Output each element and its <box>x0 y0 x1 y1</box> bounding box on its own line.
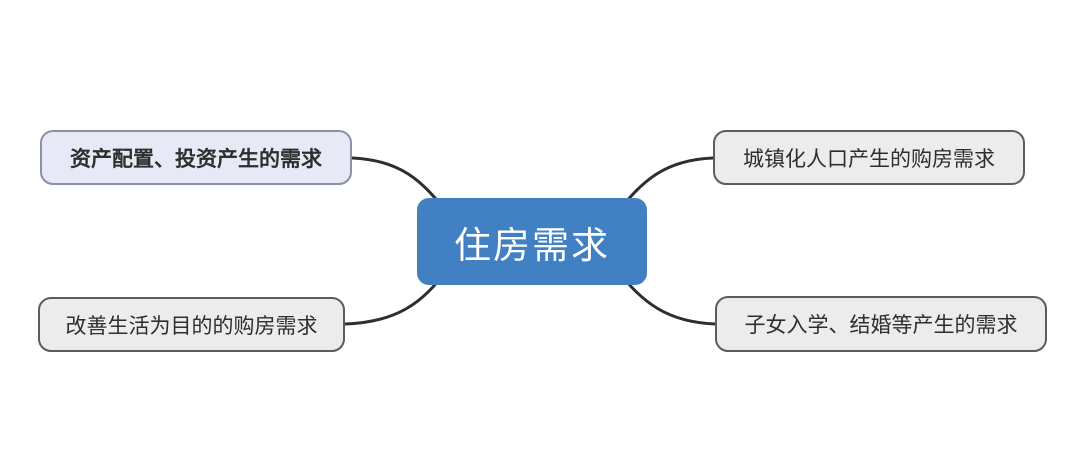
node-label: 子女入学、结婚等产生的需求 <box>744 314 1018 337</box>
node-urbanization-demand[interactable]: 城镇化人口产生的购房需求 <box>713 130 1025 185</box>
node-asset-allocation-demand[interactable]: 资产配置、投资产生的需求 <box>40 130 352 185</box>
node-life-improvement-demand[interactable]: 改善生活为目的的购房需求 <box>38 297 345 352</box>
node-family-events-demand[interactable]: 子女入学、结婚等产生的需求 <box>715 296 1047 352</box>
node-label: 城镇化人口产生的购房需求 <box>743 147 995 171</box>
node-label: 改善生活为目的的购房需求 <box>65 314 318 338</box>
node-housing-demand-center[interactable]: 住房需求 <box>417 198 647 285</box>
node-label: 住房需求 <box>454 224 610 266</box>
node-label: 资产配置、投资产生的需求 <box>70 147 322 171</box>
